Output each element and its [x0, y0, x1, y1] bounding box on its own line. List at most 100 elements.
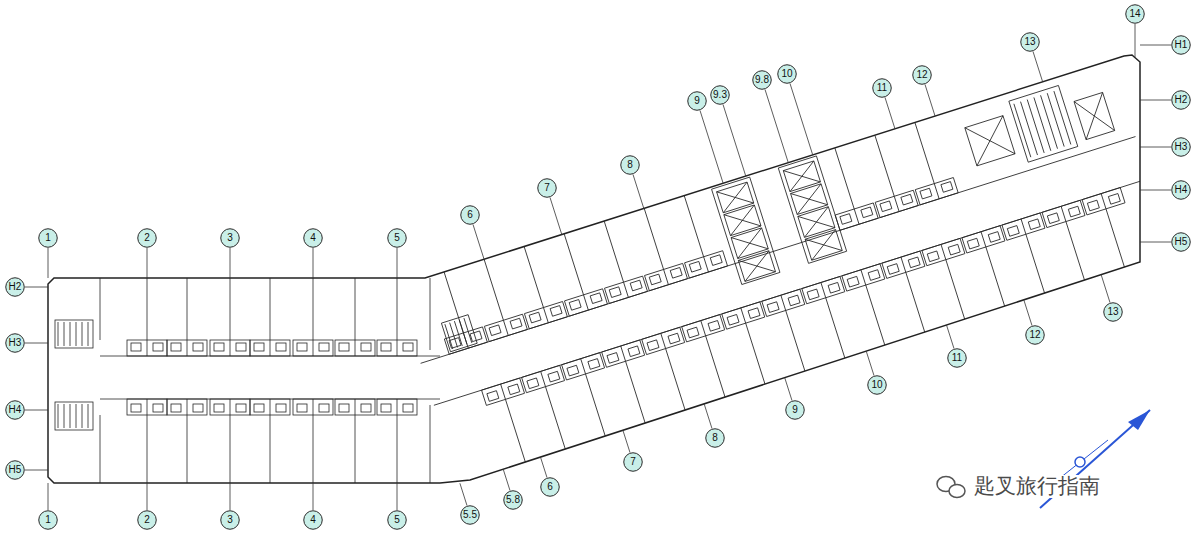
bathroom-wall [270, 340, 271, 356]
grid-number: H1 [1175, 40, 1188, 50]
wall [946, 260, 967, 327]
stair-tread [82, 322, 83, 346]
bubble-circle [1126, 5, 1145, 24]
compass-head [1128, 410, 1150, 430]
fixture [710, 255, 722, 266]
grid-leader [704, 404, 712, 429]
fixture [788, 295, 800, 306]
fixture [489, 325, 501, 336]
lift-cross [783, 161, 820, 192]
fixture [767, 302, 779, 313]
stair [55, 402, 93, 430]
grid-leader [1140, 147, 1171, 148]
grid-number: 13 [1107, 307, 1118, 317]
grid-leader [1140, 190, 1171, 191]
wall [187, 415, 188, 483]
bubble-circle [1172, 181, 1191, 200]
bathroom-pod [922, 238, 965, 265]
compass-line [1060, 440, 1108, 478]
bubble-circle [621, 156, 640, 175]
fixture [588, 359, 600, 370]
bubble-circle [948, 349, 967, 368]
fixture [339, 404, 349, 412]
bathroom-pod [1002, 213, 1045, 240]
grid-number: H4 [1175, 185, 1188, 195]
grid-leader [460, 483, 467, 505]
fixture [861, 207, 873, 218]
bubble-circle [6, 401, 25, 420]
grid-number: 8 [627, 160, 633, 170]
bubble-circle [6, 334, 25, 353]
lift-cross [791, 184, 828, 215]
grid-number: 8 [712, 433, 718, 443]
bathroom-pod [335, 340, 375, 356]
fixture [628, 346, 640, 357]
grid-leader [230, 248, 231, 278]
grid-number: 5.5 [463, 510, 477, 520]
wall [524, 247, 543, 308]
grid-leader [473, 225, 484, 260]
fixture [403, 404, 413, 412]
corridor-wall [100, 356, 440, 357]
bathroom-pod [167, 399, 207, 415]
grid-leader [25, 287, 48, 288]
lift-core [778, 156, 846, 263]
icon-bubble [949, 485, 965, 498]
fixture [529, 312, 541, 323]
fixture [510, 318, 522, 329]
fixture [1108, 194, 1120, 205]
grid-number: 14 [1129, 9, 1140, 19]
bubble-circle [304, 229, 323, 248]
bathroom-wall [741, 308, 746, 323]
grid-number: 9 [792, 405, 798, 415]
fixture [131, 404, 141, 412]
wall [545, 387, 566, 454]
bathroom-pod [842, 264, 885, 291]
fixture [171, 343, 181, 351]
bubble-circle [388, 511, 407, 530]
stair-tread [58, 322, 59, 346]
wall [644, 208, 663, 269]
wall [906, 272, 927, 339]
wall [915, 123, 934, 184]
grid-leaders [25, 24, 1171, 510]
wall [706, 336, 727, 403]
stair-tread [70, 322, 71, 346]
bathroom-wall [1061, 206, 1066, 221]
grid-leader [925, 85, 935, 117]
building-outline [48, 55, 1140, 483]
grid-number: 5.8 [506, 495, 520, 505]
grid-number: 9.8 [755, 75, 769, 85]
grid-leader [550, 198, 562, 235]
bathroom-wall [313, 340, 314, 356]
lift-cross [1074, 92, 1115, 139]
grid-bubble: 5 [387, 228, 407, 248]
stair-tread [1014, 104, 1031, 157]
fixture [548, 371, 560, 382]
bubble-circle [6, 461, 25, 480]
bathroom-pod [875, 190, 918, 217]
bubble-circle [711, 86, 730, 105]
bathroom-pod [645, 263, 688, 290]
wall [505, 399, 526, 466]
wall [875, 135, 894, 196]
wall [604, 221, 623, 282]
grid-number: H2 [1175, 95, 1188, 105]
bathroom-wall [355, 340, 356, 356]
grid-bubble: H4 [5, 400, 25, 420]
grid-number: 2 [144, 515, 150, 525]
bubble-circle [461, 206, 480, 225]
grid-leader [1101, 275, 1110, 303]
fixture [214, 404, 224, 412]
fixture [748, 308, 760, 319]
corridor-wall [421, 137, 1136, 364]
grid-number: 7 [630, 457, 636, 467]
bathroom-wall [541, 371, 546, 386]
grid-bubble: 3 [220, 510, 240, 530]
grid-bubble: 5 [387, 510, 407, 530]
bathroom-wall [704, 257, 709, 272]
grid-bubble: 3 [220, 228, 240, 248]
grid-number: 7 [544, 183, 550, 193]
grid-bubble: H3 [1171, 137, 1191, 157]
bathroom-wall [501, 384, 506, 399]
